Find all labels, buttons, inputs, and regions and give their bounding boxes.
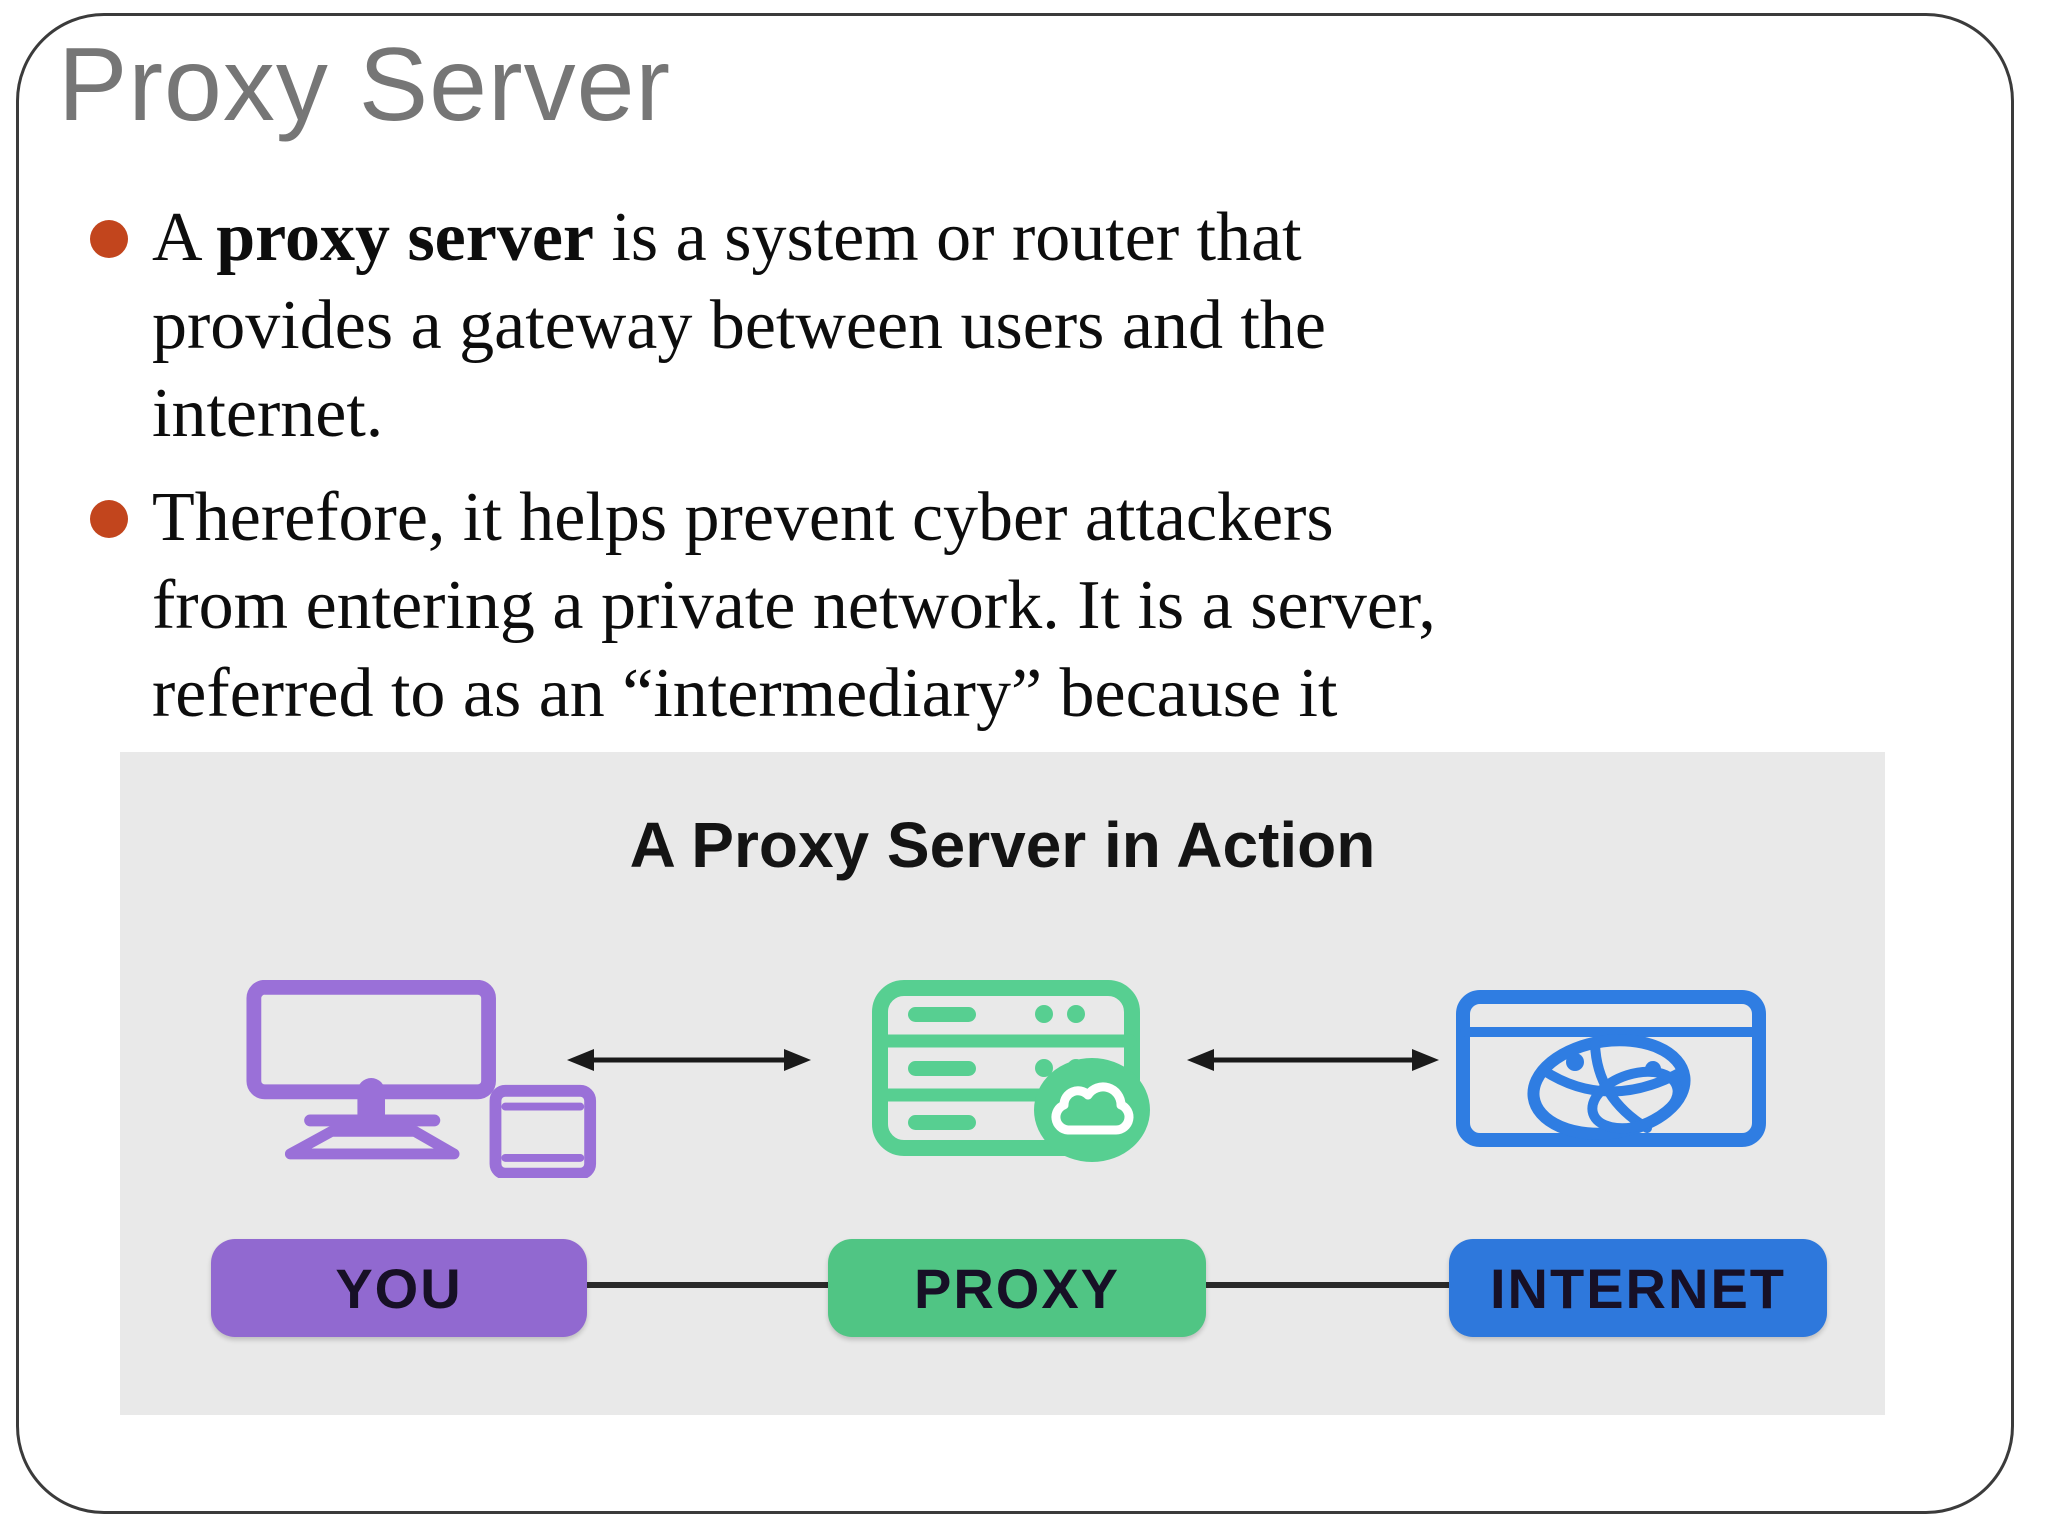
diagram-title: A Proxy Server in Action [629,809,1376,881]
node-label-you: YOU [211,1239,587,1337]
bullet-line: A proxy server is a system or router tha… [152,199,1302,276]
server-cloud-icon [872,980,1150,1162]
node-label-proxy: PROXY [828,1239,1206,1337]
proxy-diagram: A Proxy Server in Action [120,752,1885,1415]
connector-line-right [1206,1282,1449,1288]
bullet-icon [90,500,128,538]
bullet-line: from entering a private network. It is a… [152,567,1436,644]
node-label-internet: INTERNET [1449,1239,1827,1337]
page-title: Proxy Server [58,27,672,143]
double-arrow-left-icon [567,1049,811,1071]
bullet-line: Therefore, it helps prevent cyber attack… [152,479,1334,556]
bullet-line: referred to as an “intermediary” because… [152,655,1338,732]
bullet-item-1: A proxy server is a system or router tha… [90,194,1590,458]
connector-line-left [587,1282,828,1288]
bullet-list: A proxy server is a system or router tha… [90,194,1590,754]
bullet-line: internet. [152,375,384,452]
bullet-line: provides a gateway between users and the [152,287,1327,364]
bullet-item-2: Therefore, it helps prevent cyber attack… [90,474,1590,738]
double-arrow-right-icon [1187,1049,1439,1071]
computer-devices-icon [246,980,597,1178]
browser-globe-icon [1456,990,1766,1147]
bullet-icon [90,220,128,258]
